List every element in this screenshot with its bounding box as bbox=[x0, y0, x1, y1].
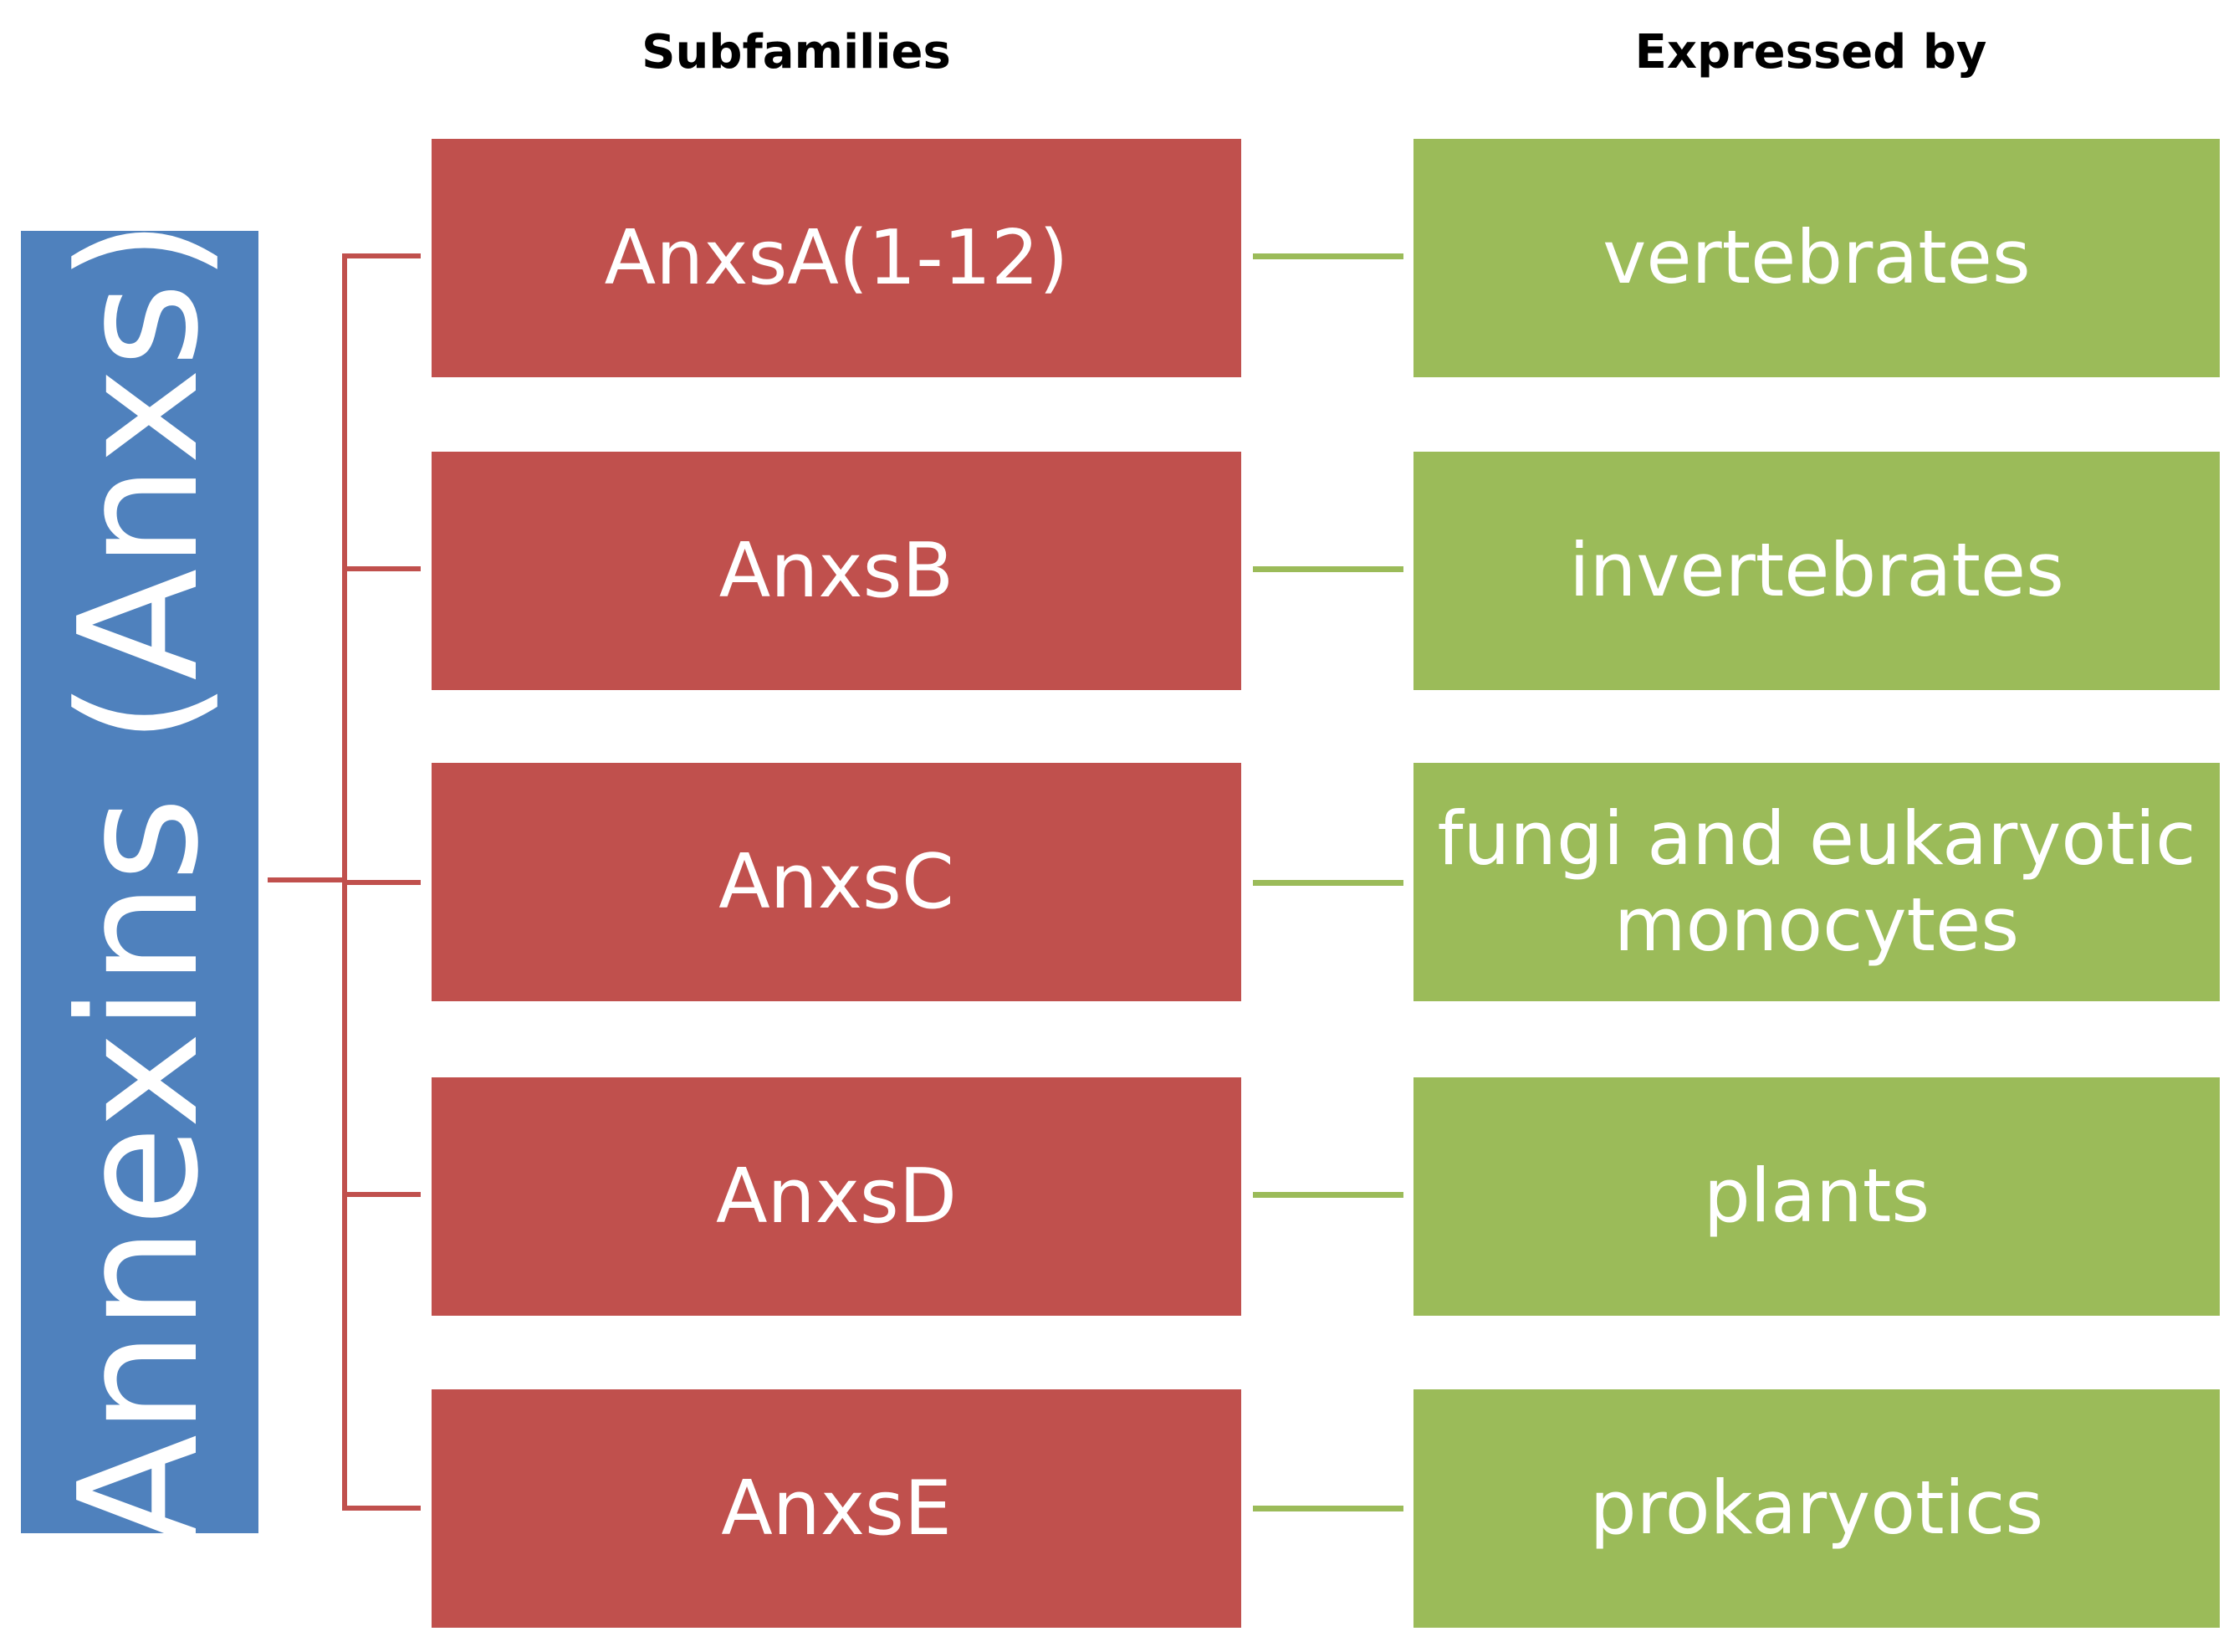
expressed-by-box: vertebrates bbox=[1413, 139, 2220, 377]
subfamilies-header: Subfamilies bbox=[642, 25, 951, 79]
branch-line bbox=[342, 253, 421, 258]
branch-line bbox=[342, 566, 421, 571]
subfamily-box: AnxsC bbox=[432, 763, 1241, 1001]
expressed-by-box: plants bbox=[1413, 1077, 2220, 1316]
expressed-by-header: Expressed by bbox=[1634, 25, 1987, 79]
connector-line bbox=[1253, 1506, 1403, 1511]
connector-line bbox=[1253, 566, 1403, 572]
expressed-by-box: fungi and eukaryotic monocytes bbox=[1413, 763, 2220, 1001]
connector-line bbox=[1253, 253, 1403, 259]
branch-line bbox=[342, 1192, 421, 1197]
subfamily-box: AnxsA(1-12) bbox=[432, 139, 1241, 377]
expressed-by-box: prokaryotics bbox=[1413, 1389, 2220, 1628]
connector-line bbox=[1253, 1192, 1403, 1198]
branch-line bbox=[342, 1506, 421, 1511]
root-label: Annexins (Anxs) bbox=[44, 217, 235, 1547]
subfamily-box: AnxsB bbox=[432, 452, 1241, 690]
connector-line bbox=[1253, 880, 1403, 886]
subfamily-box: AnxsE bbox=[432, 1389, 1241, 1628]
root-connector bbox=[268, 877, 345, 882]
subfamily-box: AnxsD bbox=[432, 1077, 1241, 1316]
branch-line bbox=[342, 880, 421, 885]
root-box: Annexins (Anxs) bbox=[21, 217, 258, 1547]
expressed-by-box: invertebrates bbox=[1413, 452, 2220, 690]
